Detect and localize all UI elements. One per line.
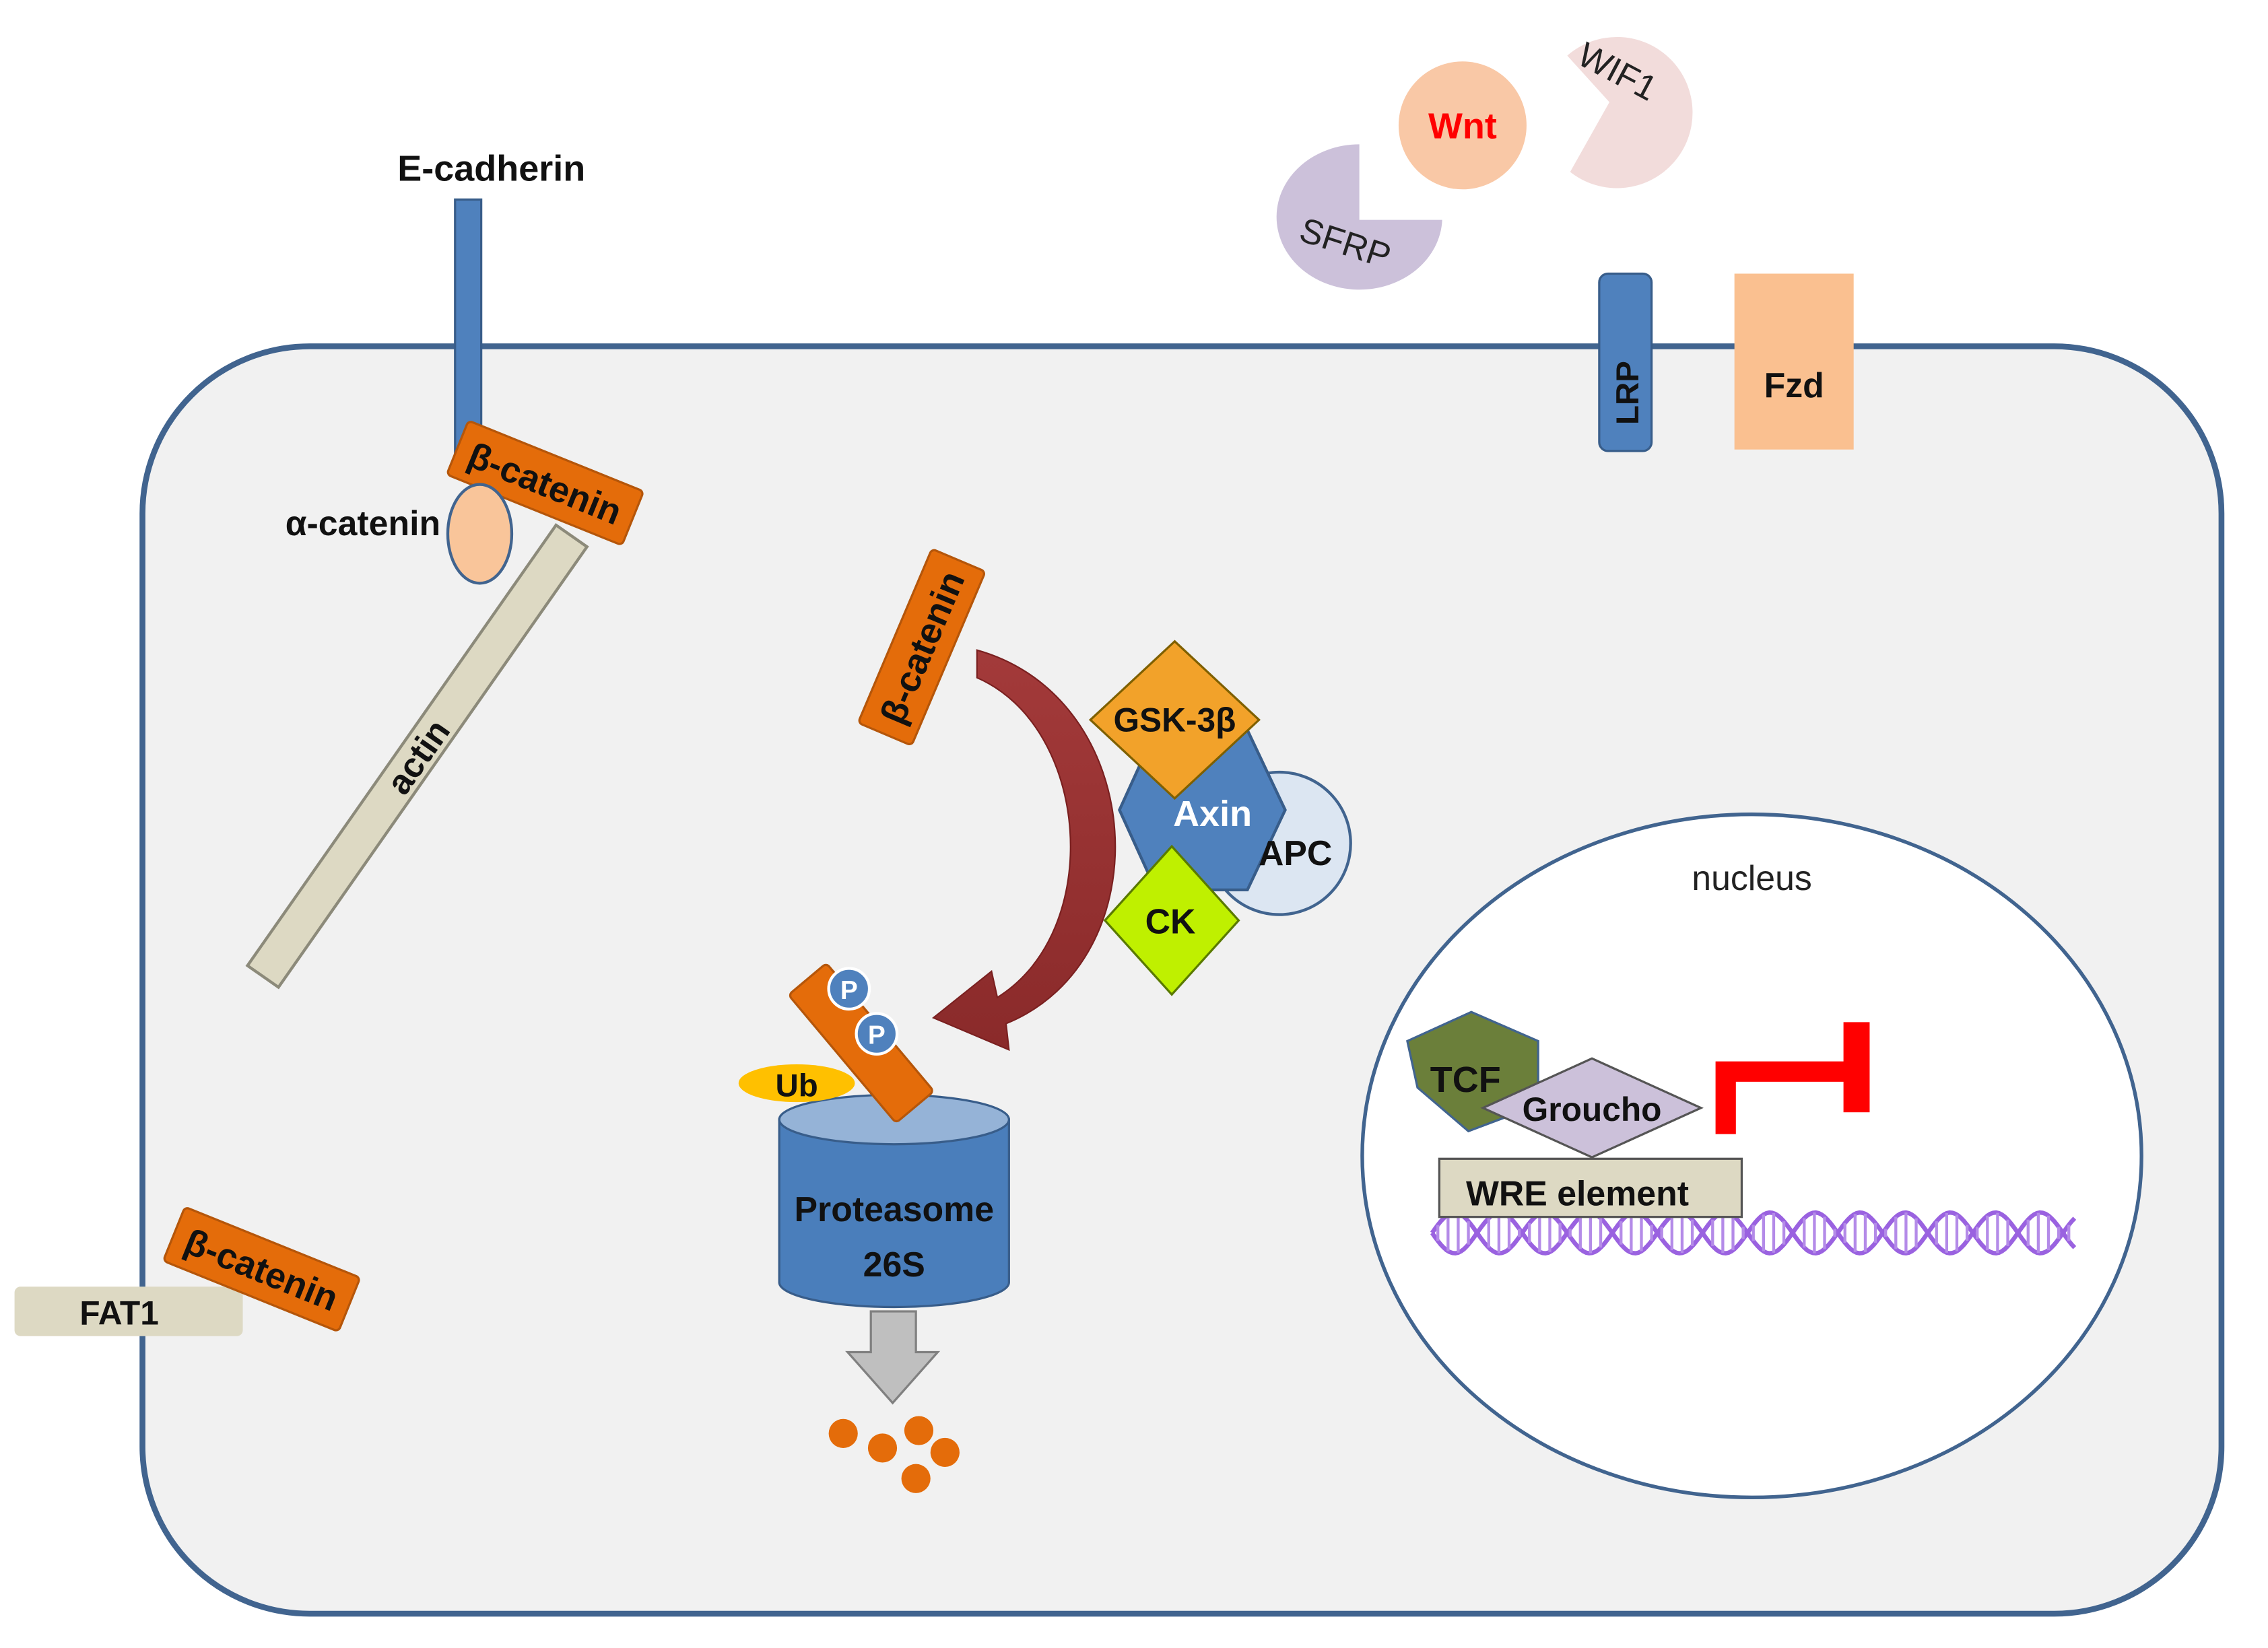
fzd-receptor <box>1734 273 1854 450</box>
nucleus <box>1360 812 2143 1500</box>
groucho-shape <box>1480 1057 1704 1159</box>
degradation-output-arrow <box>845 1310 941 1405</box>
peptide-fragments <box>828 1416 960 1493</box>
apc-label: APC <box>1259 833 1332 872</box>
transcription-block-bar <box>1843 1022 1870 1113</box>
proteasome-label-line1: Proteasome <box>795 1190 995 1229</box>
peptide-fragment <box>904 1416 934 1445</box>
peptide-fragment <box>867 1433 898 1463</box>
degradation-pathway-arrow <box>931 649 1116 1052</box>
lrp-label: LRP <box>1610 361 1646 425</box>
peptide-fragment <box>901 1464 931 1493</box>
peptide-fragment <box>828 1418 858 1448</box>
ck-shape <box>1103 844 1240 996</box>
nucleus-label: nucleus <box>1692 858 1812 897</box>
e-cadherin-bar <box>454 198 483 462</box>
fat1-label: FAT1 <box>79 1294 159 1332</box>
transcription-block-line <box>1715 1061 1851 1134</box>
gsk3b-shape <box>1088 640 1261 800</box>
wnt-label: Wnt <box>1428 106 1497 147</box>
gsk3b-label: GSK-3β <box>1113 701 1236 739</box>
lrp-receptor <box>1598 272 1653 452</box>
groucho-label: Groucho <box>1523 1091 1662 1128</box>
proteasome-body <box>778 1118 1010 1309</box>
alpha-catenin-label: α-catenin <box>286 504 440 543</box>
wre-element-label: WRE element <box>1466 1173 1689 1212</box>
wnt-shape <box>1398 61 1527 190</box>
ubiquitin-label: Ub <box>775 1068 818 1103</box>
fzd-label: Fzd <box>1764 366 1824 405</box>
axin-label: Axin <box>1173 794 1252 834</box>
phosphate-1 <box>827 967 871 1011</box>
ck-label: CK <box>1145 902 1196 941</box>
proteasome-label-line2: 26S <box>863 1245 925 1284</box>
alpha-catenin-shape <box>446 483 514 585</box>
wre-element <box>1438 1157 1743 1218</box>
tcf-label: TCF <box>1430 1060 1501 1100</box>
wif1-shape <box>1567 36 1693 188</box>
peptide-fragment <box>930 1437 960 1468</box>
phosphate-2 <box>855 1012 899 1056</box>
sfrp-shape <box>1276 144 1442 290</box>
e-cadherin-label: E-cadherin <box>397 148 585 188</box>
phosphate-1-label: P <box>840 976 858 1005</box>
phosphate-2-label: P <box>868 1021 886 1050</box>
ubiquitin-shape <box>738 1064 855 1103</box>
fat1-bar <box>14 1286 243 1336</box>
